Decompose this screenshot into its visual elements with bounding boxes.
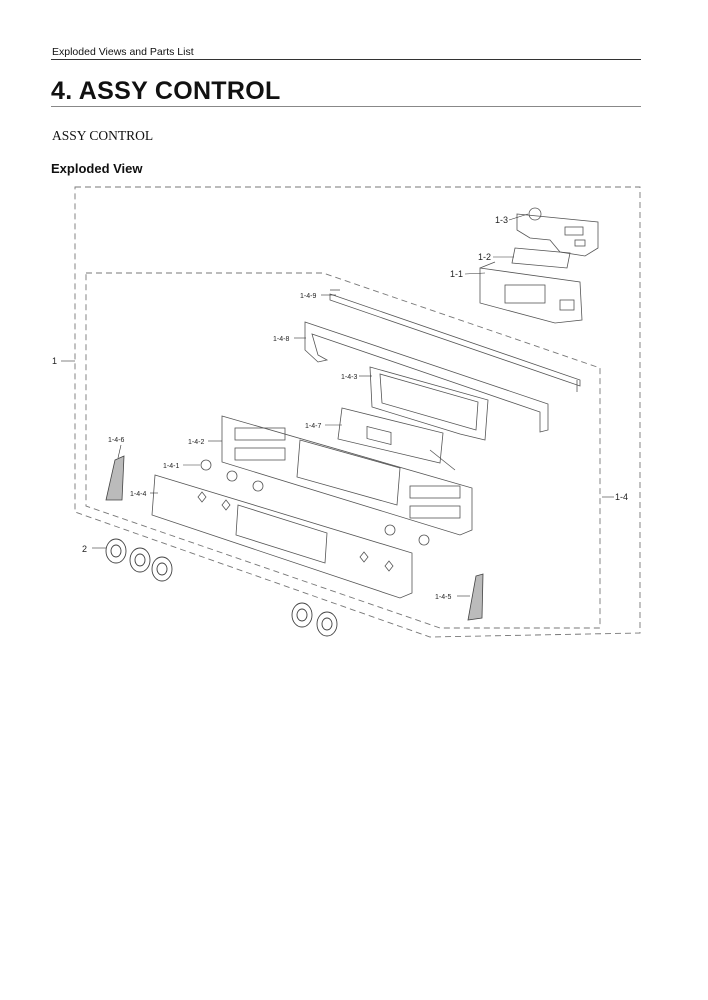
callout-1-4-5: 1-4-5: [435, 594, 451, 601]
assembly-1-boundary: [74, 186, 641, 638]
part-1-4-2-panel: [221, 415, 473, 536]
callout-1-4-3: 1-4-3: [341, 374, 357, 381]
part-1-4-1-encoders: [200, 459, 430, 546]
part-1-4-6-end-cap: [105, 455, 125, 501]
callout-1: 1: [52, 356, 57, 366]
callout-1-4-1: 1-4-1: [163, 463, 179, 470]
callout-1-4-7: 1-4-7: [305, 423, 321, 430]
callout-1-4-9: 1-4-9: [300, 293, 316, 300]
part-1-4-8-frame: [304, 321, 549, 433]
part-1-1-pcb: [479, 261, 583, 324]
part-1-4-4-front-panel: [151, 474, 413, 599]
section-subtitle: ASSY CONTROL: [52, 128, 154, 143]
assembly-1-4-boundary: [85, 272, 601, 629]
callout-1-2: 1-2: [478, 252, 491, 262]
part-1-3-bracket: [516, 207, 599, 257]
running-header: Exploded Views and Parts List: [52, 46, 194, 58]
callout-1-1: 1-1: [450, 269, 463, 279]
part-1-4-3-holder: [369, 366, 489, 441]
part-1-4-7-display: [337, 407, 456, 471]
part-2-knobs: [105, 538, 338, 637]
callout-1-4-8: 1-4-8: [273, 336, 289, 343]
title-divider: [51, 106, 641, 107]
section-title: 4. ASSY CONTROL: [51, 77, 281, 105]
callout-1-4: 1-4: [615, 492, 628, 502]
callout-1-3: 1-3: [495, 215, 508, 225]
callout-1-4-4: 1-4-4: [130, 491, 146, 498]
callout-1-4-2: 1-4-2: [188, 439, 204, 446]
exploded-view-heading: Exploded View: [51, 161, 143, 176]
part-1-4-5-end-cap: [467, 573, 484, 621]
callout-leaders: [61, 213, 614, 597]
callout-1-4-6: 1-4-6: [108, 437, 124, 444]
header-divider: [51, 59, 641, 60]
callout-2: 2: [82, 544, 87, 554]
part-1-4-9-rail: [329, 289, 581, 392]
part-1-2-sheet: [511, 247, 571, 269]
